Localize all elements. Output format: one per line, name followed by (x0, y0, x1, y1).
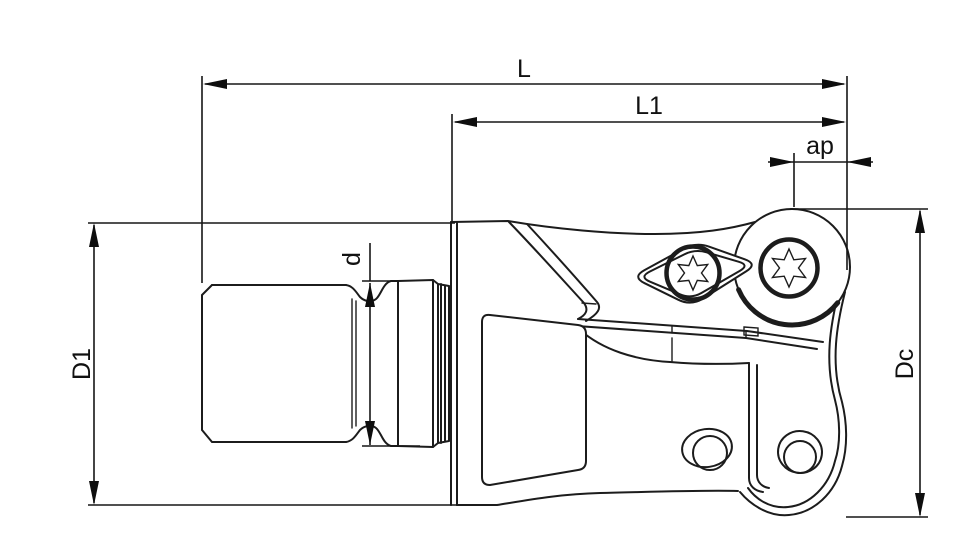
coolant-hole-right (777, 429, 823, 475)
insert-seat-lines (576, 239, 824, 493)
chip-flute (508, 221, 601, 322)
torx-screw-diamond-icon (664, 244, 722, 302)
torx-screw-round-icon (758, 237, 820, 299)
cutter-head (450, 220, 848, 517)
dimension-ap-label: ap (806, 132, 834, 160)
dimension-d1-label: D1 (68, 348, 96, 380)
coolant-hole-left (681, 427, 733, 471)
shank (201, 284, 347, 443)
dimension-l1-label: L1 (635, 92, 663, 120)
clamping-rings (397, 279, 450, 448)
dimension-l-label: L (517, 55, 531, 83)
diamond-insert (637, 243, 753, 304)
dimension-D1: D1 (68, 222, 457, 506)
dimension-d-label: d (338, 252, 366, 266)
dimension-L1: L1 (451, 92, 846, 221)
dimension-L: L (201, 55, 848, 283)
dimension-Dc: Dc (790, 208, 928, 518)
dimension-d: d (338, 243, 420, 447)
front-face-panel (481, 313, 587, 486)
dimension-ap: ap (768, 132, 873, 207)
dimension-dc-label: Dc (891, 349, 919, 380)
